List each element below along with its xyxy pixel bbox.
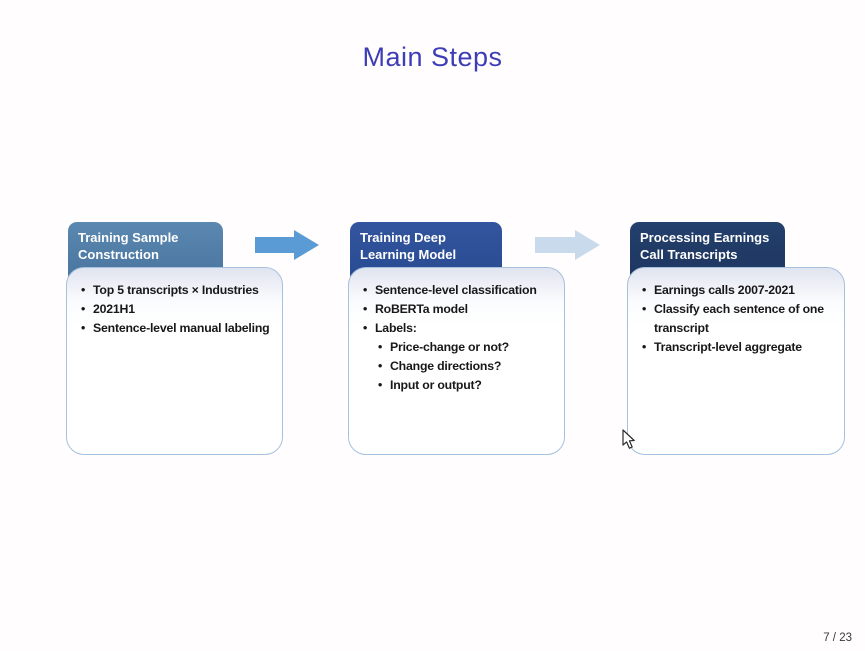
list-item: RoBERTa model (363, 300, 559, 319)
list-item: Top 5 transcripts × Industries (81, 281, 277, 300)
arrow-right-icon (255, 230, 319, 260)
list-item: Labels: (363, 319, 559, 338)
step1-bullet-list: Top 5 transcripts × Industries 2021H1 Se… (67, 268, 282, 338)
list-item: Classify each sentence of one transcript (642, 300, 839, 338)
list-item: Input or output? (378, 376, 559, 395)
list-item: Change directions? (378, 357, 559, 376)
list-item: Sentence-level manual labeling (81, 319, 277, 338)
page-title: Main Steps (362, 42, 503, 72)
step2-bullet-list: Sentence-level classification RoBERTa mo… (349, 268, 564, 395)
step2-body: Sentence-level classification RoBERTa mo… (348, 267, 565, 455)
page-indicator: 7 / 23 (823, 632, 852, 644)
step1-body: Top 5 transcripts × Industries 2021H1 Se… (66, 267, 283, 455)
step3-bullet-list: Earnings calls 2007-2021 Classify each s… (628, 268, 844, 357)
list-item: Earnings calls 2007-2021 (642, 281, 839, 300)
arrow-right-icon (535, 230, 600, 260)
step3-body: Earnings calls 2007-2021 Classify each s… (627, 267, 845, 455)
list-item: Price-change or not? (378, 338, 559, 357)
list-item: Transcript-level aggregate (642, 338, 839, 357)
list-item: 2021H1 (81, 300, 277, 319)
list-item: Sentence-level classification (363, 281, 559, 300)
mouse-cursor-icon (622, 429, 635, 449)
